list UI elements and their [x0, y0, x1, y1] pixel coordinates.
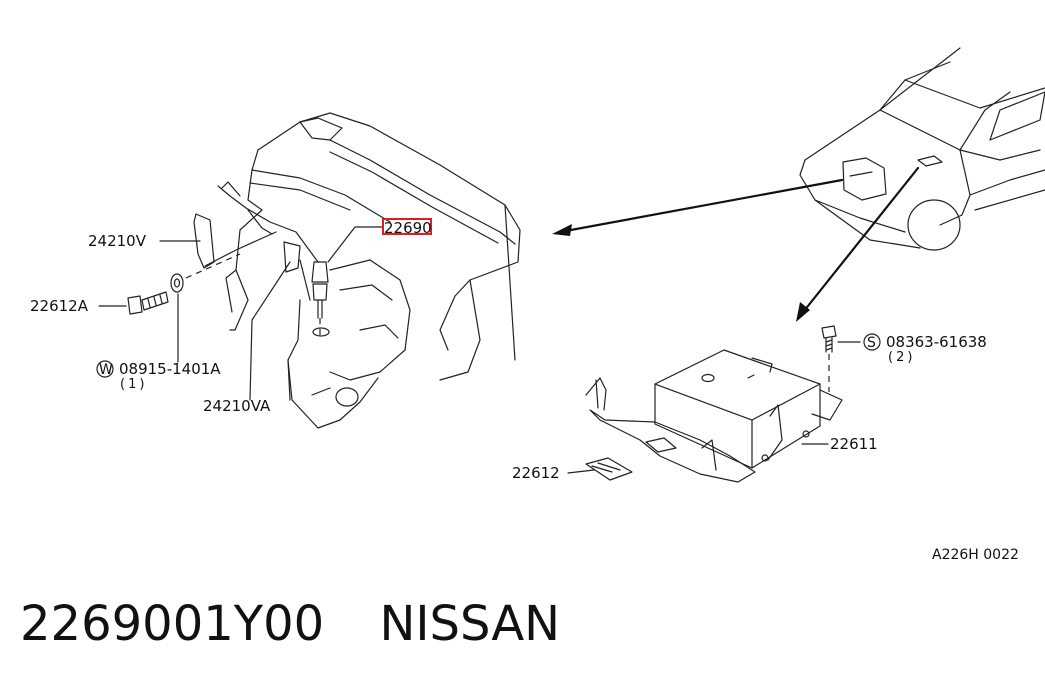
footer-part-number: 2269001Y00 — [20, 596, 325, 652]
callout-24210V[interactable]: 24210V — [88, 232, 147, 250]
ecu-assembly — [585, 325, 843, 483]
callout-24210VA[interactable]: 24210VA — [203, 397, 271, 415]
washer-symbol-circle — [96, 360, 114, 378]
left-callouts: 22690 24210V 22612A W 08915-1401A (1) 24… — [30, 218, 432, 415]
callout-screw-number[interactable]: 08363-61638 — [886, 333, 987, 351]
vehicle-illustration — [799, 47, 1045, 251]
callout-washer-qty: (1) — [120, 377, 147, 392]
callout-washer-number[interactable]: 08915-1401A — [119, 360, 221, 378]
pointer-arrows — [552, 166, 920, 322]
left-leader-lines — [98, 226, 383, 401]
footer-caption: 2269001Y00 NISSAN — [20, 596, 560, 652]
highlight-box-22690[interactable] — [382, 218, 432, 235]
right-callouts: S 08363-61638 (2) 22611 22612 — [512, 333, 987, 482]
screw-symbol-circle — [863, 333, 881, 351]
footer-brand: NISSAN — [379, 596, 561, 652]
diagram-reference-code: A226H 0022 — [932, 547, 1019, 563]
engine-illustration — [127, 112, 521, 429]
right-leader-lines — [567, 341, 861, 474]
screw-symbol: S — [867, 335, 876, 351]
callout-22612A[interactable]: 22612A — [30, 297, 89, 315]
callout-22611[interactable]: 22611 — [830, 435, 878, 453]
washer-symbol: W — [99, 362, 113, 378]
callout-22612[interactable]: 22612 — [512, 464, 560, 482]
callout-22690[interactable]: 22690 — [384, 219, 432, 237]
callout-screw-qty: (2) — [888, 350, 915, 365]
